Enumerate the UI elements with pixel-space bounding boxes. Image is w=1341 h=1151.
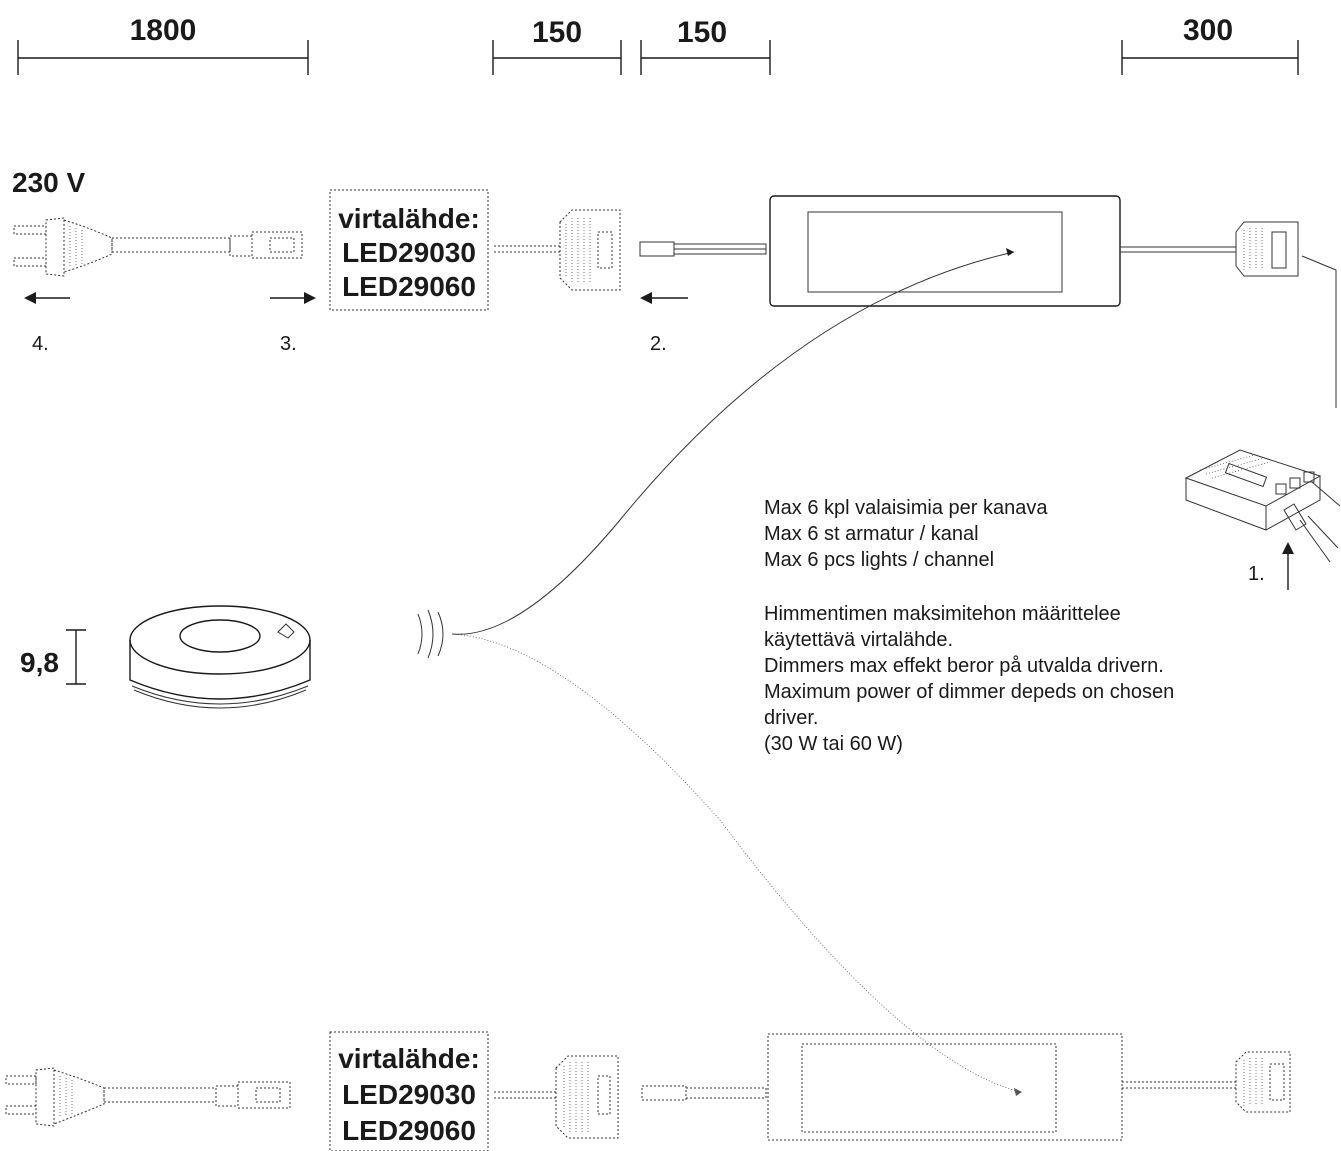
- wireless-signal-icon: [417, 609, 444, 659]
- step-1-label: 1.: [1248, 563, 1265, 585]
- voltage-label: 230 V: [12, 167, 85, 198]
- signal-arrowhead: [1006, 248, 1014, 256]
- output-cable-top: [494, 209, 621, 291]
- mains-plug-icon: [5, 1067, 291, 1127]
- arrow-left-icon: [24, 292, 70, 304]
- note-line: Max 6 st armatur / kanal: [764, 523, 979, 545]
- notes-block: Max 6 kpl valaisimia per kanava Max 6 st…: [764, 497, 1174, 755]
- step-3-label: 3.: [280, 333, 297, 355]
- dimension-150-b: 150: [640, 16, 771, 75]
- height-dimension-label: 9,8: [20, 647, 59, 678]
- power-supply-box-top: virtalähde: LED29030 LED29060: [329, 189, 489, 311]
- note-line: Dimmers max effekt beror på utvalda driv…: [764, 655, 1164, 677]
- signal-path-top: [451, 251, 1015, 635]
- link-line: [1301, 255, 1337, 408]
- distribution-block-icon: [1184, 449, 1341, 563]
- dimension-300: 300: [1121, 14, 1299, 75]
- dimmer-receiver: [639, 195, 1299, 307]
- dimension-300-label: 300: [1183, 14, 1233, 47]
- height-dimension: 9,8: [20, 629, 86, 685]
- arrow-up-icon: [1282, 542, 1294, 590]
- step-2-label: 2.: [650, 333, 667, 355]
- dimension-150-b-label: 150: [677, 16, 727, 49]
- power-box-top-model-2: LED29060: [342, 271, 476, 302]
- note-line: (30 W tai 60 W): [764, 733, 903, 755]
- power-box-bottom-title: virtalähde:: [338, 1043, 480, 1074]
- dimension-150-a-label: 150: [532, 16, 582, 49]
- dimmer-receiver-bottom: [641, 1033, 1291, 1141]
- note-line: Max 6 pcs lights / channel: [764, 549, 994, 571]
- dimension-150-a: 150: [492, 16, 622, 75]
- power-supply-box-bottom: virtalähde: LED29030 LED29060: [329, 1031, 489, 1151]
- power-box-bottom-model-2: LED29060: [342, 1115, 476, 1146]
- arrow-right-icon: [270, 292, 316, 304]
- note-line: Maximum power of dimmer depeds on chosen: [764, 681, 1174, 703]
- power-box-top-model-1: LED29030: [342, 237, 476, 268]
- mains-plug-icon: [13, 217, 303, 277]
- signal-arrowhead: [1014, 1088, 1022, 1096]
- note-line: käytettävä virtalähde.: [764, 629, 953, 651]
- power-box-top-title: virtalähde:: [338, 203, 480, 234]
- dimension-1800-label: 1800: [130, 14, 197, 47]
- output-cable-bottom: [494, 1055, 619, 1139]
- note-line: Himmentimen maksimitehon määrittelee: [764, 603, 1121, 625]
- signal-path-bottom: [451, 633, 1021, 1093]
- remote-dimmer-icon: [129, 605, 311, 709]
- note-line: driver.: [764, 707, 818, 729]
- dimension-1800: 1800: [17, 14, 309, 75]
- arrow-left-icon: [640, 292, 688, 304]
- note-line: Max 6 kpl valaisimia per kanava: [764, 497, 1048, 519]
- step-4-label: 4.: [32, 333, 49, 355]
- power-box-bottom-model-1: LED29030: [342, 1079, 476, 1110]
